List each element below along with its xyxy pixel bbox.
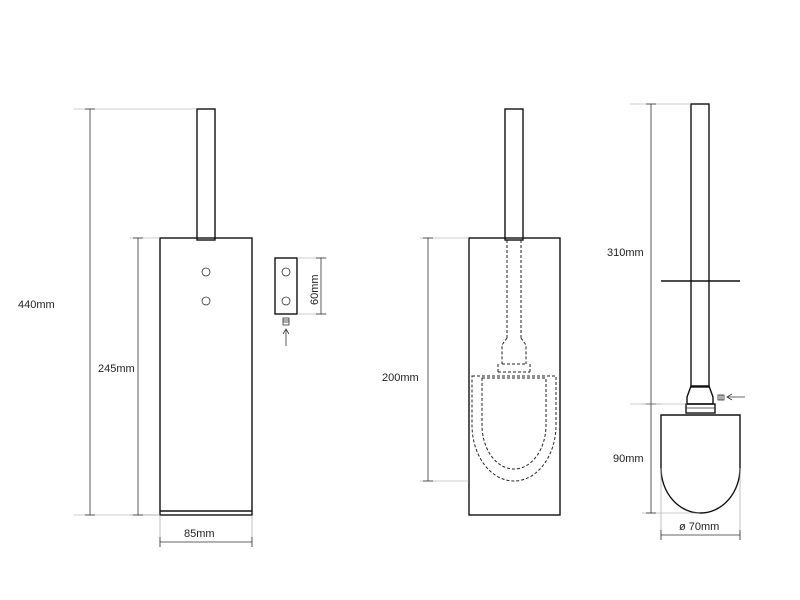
brush-collar <box>685 403 716 414</box>
brush-handle-top <box>196 108 216 241</box>
dimension-handle-length: 310mm <box>607 103 691 405</box>
dimension-head-height: 90mm <box>613 403 700 514</box>
front-view <box>159 108 253 516</box>
arrow-icon <box>726 393 745 401</box>
section-view <box>468 108 561 516</box>
dimension-width: 85mm <box>159 515 253 547</box>
dimension-label-440: 440mm <box>18 299 55 311</box>
brush-handle-top <box>504 108 524 241</box>
brush-head <box>660 414 741 514</box>
dimension-bracket-height: 60mm <box>297 257 327 315</box>
screw-hole-icon <box>281 267 291 277</box>
dimension-label-70: ø 70mm <box>679 521 719 533</box>
screw-hole-icon <box>201 267 211 277</box>
arrow-icon <box>282 328 290 346</box>
holder-body <box>159 237 253 516</box>
dimension-head-diameter: ø 70mm <box>660 468 741 540</box>
bracket-plate <box>274 257 298 315</box>
brush-view <box>660 103 745 514</box>
screw-icon <box>282 317 290 326</box>
dimension-label-60: 60mm <box>309 274 321 305</box>
hidden-brush-bristles <box>481 377 547 470</box>
dimension-label-245: 245mm <box>98 363 135 375</box>
brush-handle <box>690 103 710 388</box>
dimension-inner-height: 200mm <box>382 237 469 482</box>
dimension-total-height: 440mm <box>18 108 197 516</box>
dimension-label-85: 85mm <box>184 528 215 540</box>
hidden-brush-head <box>471 375 557 482</box>
dimension-holder-height: 245mm <box>98 237 160 516</box>
screw-hole-icon <box>281 296 291 306</box>
screw-icon <box>717 394 725 401</box>
dimension-label-200: 200mm <box>382 372 419 384</box>
screw-hole-icon <box>201 296 211 306</box>
holder-body <box>468 237 561 516</box>
dimension-label-90: 90mm <box>613 453 644 465</box>
brush-ferrule <box>686 385 714 405</box>
wall-bracket <box>274 257 298 346</box>
dimension-label-310: 310mm <box>607 247 644 259</box>
